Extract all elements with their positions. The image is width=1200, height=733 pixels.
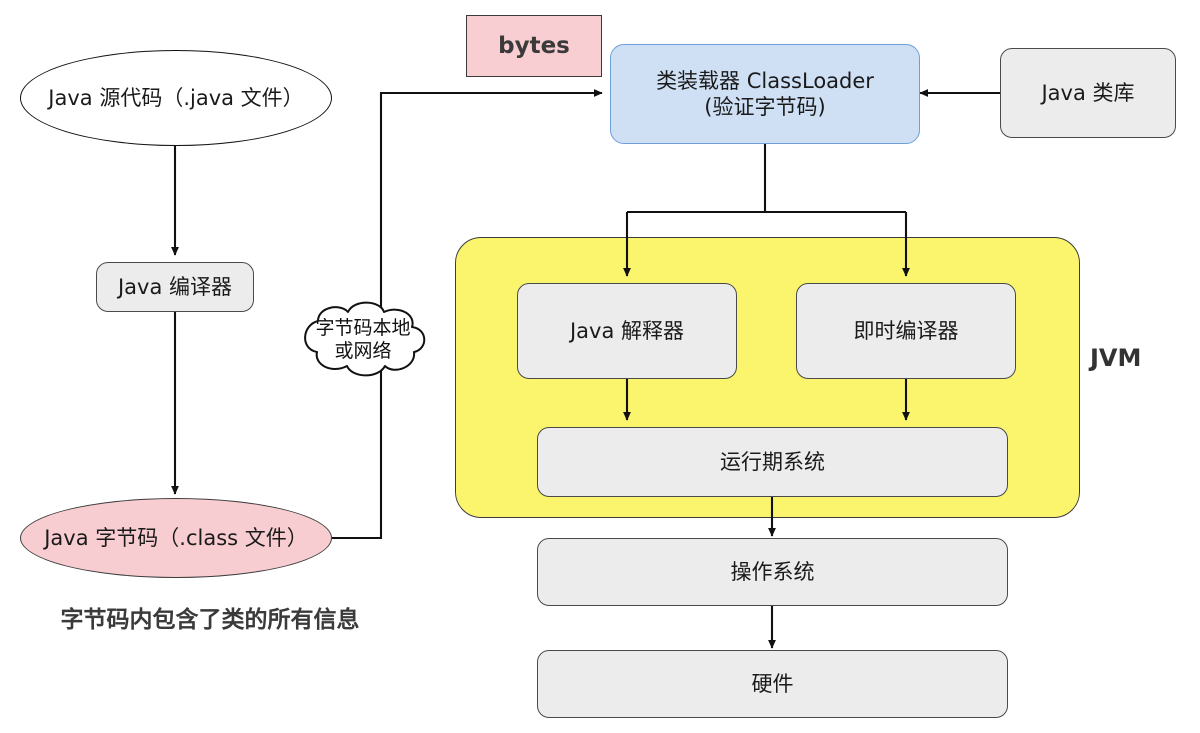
node-java-bytecode[interactable]: Java 字节码（.class 文件） (20, 498, 332, 578)
cloud-bytecode-origin: 字节码本地 或网络 (288, 295, 438, 383)
cloud-label-line1: 字节码本地 (315, 317, 411, 339)
node-bytes-tag: bytes (466, 15, 602, 77)
node-hardware[interactable]: 硬件 (537, 650, 1008, 718)
cloud-icon (304, 301, 426, 377)
node-java-source-code[interactable]: Java 源代码（.java 文件） (20, 50, 332, 146)
bytecode-note: 字节码内包含了类的所有信息 (60, 606, 360, 633)
cloud-label-line2: 或网络 (334, 339, 392, 362)
node-classloader[interactable]: 类装载器 ClassLoader (验证字节码) (610, 44, 920, 144)
node-java-compiler[interactable]: Java 编译器 (96, 262, 254, 312)
node-java-library[interactable]: Java 类库 (1000, 48, 1176, 138)
node-runtime-system[interactable]: 运行期系统 (537, 427, 1008, 497)
classloader-label-line2: (验证字节码) (704, 95, 826, 119)
classloader-label-line1: 类装载器 ClassLoader (656, 68, 874, 93)
node-java-interpreter[interactable]: Java 解释器 (517, 283, 737, 379)
node-jit-compiler[interactable]: 即时编译器 (796, 283, 1016, 379)
jvm-label: JVM (1090, 344, 1142, 372)
node-operating-system[interactable]: 操作系统 (537, 538, 1008, 606)
